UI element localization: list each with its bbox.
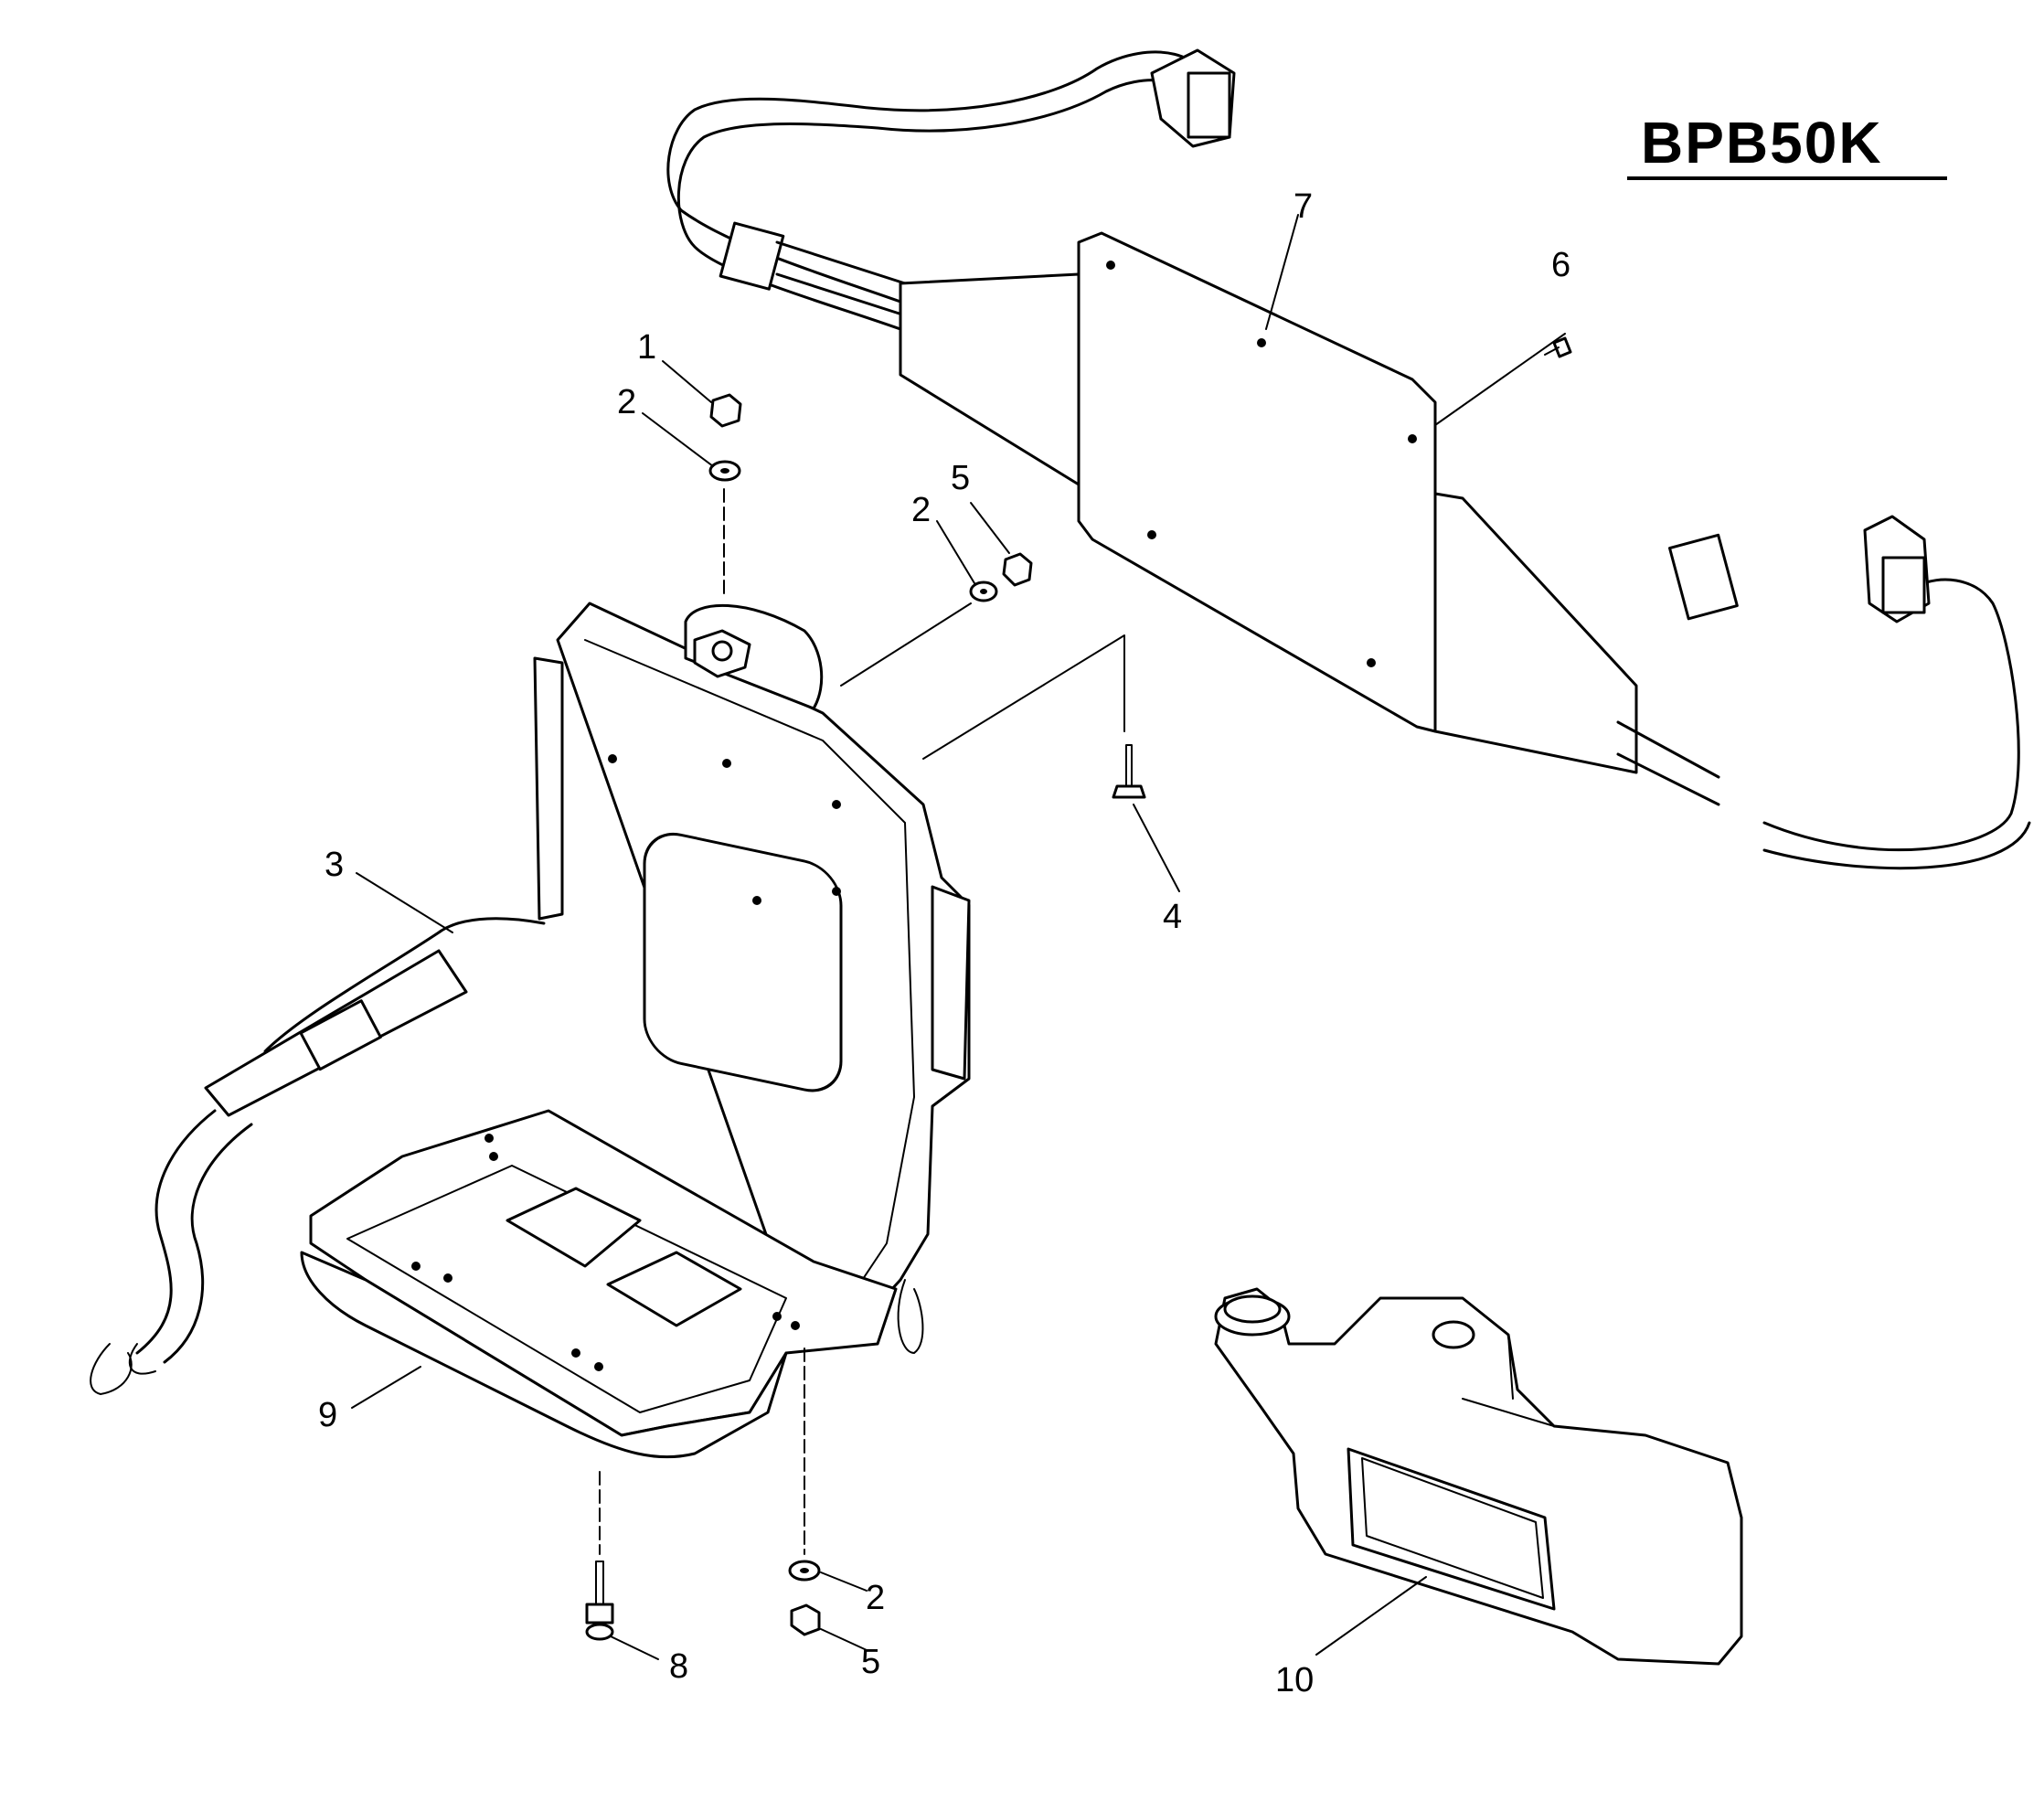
part-7-back-pad-with-strap bbox=[666, 48, 2031, 870]
part-9-base-tray bbox=[300, 1109, 898, 1459]
callout-5-middle: 5 bbox=[951, 459, 970, 497]
part-10-fuel-tank bbox=[1214, 1287, 1743, 1666]
callout-8: 8 bbox=[669, 1647, 688, 1686]
callout-10: 10 bbox=[1275, 1661, 1314, 1699]
callout-1: 1 bbox=[637, 328, 656, 367]
model-label: BPB50K bbox=[1641, 110, 1883, 176]
callout-numbers: 1 2 2 2 3 4 5 5 6 7 8 9 10 bbox=[318, 187, 1570, 1699]
model-title: BPB50K bbox=[1627, 110, 1947, 180]
callout-3: 3 bbox=[325, 846, 344, 884]
callout-leaders bbox=[351, 214, 1566, 1660]
part-3-shoulder-strap bbox=[90, 917, 924, 1395]
callout-4: 4 bbox=[1163, 898, 1182, 936]
callout-2-top: 2 bbox=[617, 383, 636, 421]
callout-6: 6 bbox=[1551, 246, 1570, 284]
leader-lines bbox=[599, 488, 1125, 1555]
callout-2-middle: 2 bbox=[911, 491, 931, 529]
backpack-frame bbox=[533, 602, 971, 1346]
callout-9: 9 bbox=[318, 1396, 337, 1434]
hardware bbox=[585, 336, 1572, 1641]
callout-7: 7 bbox=[1293, 187, 1313, 226]
callout-2-bottom: 2 bbox=[866, 1579, 885, 1617]
callout-5-bottom: 5 bbox=[861, 1643, 880, 1681]
